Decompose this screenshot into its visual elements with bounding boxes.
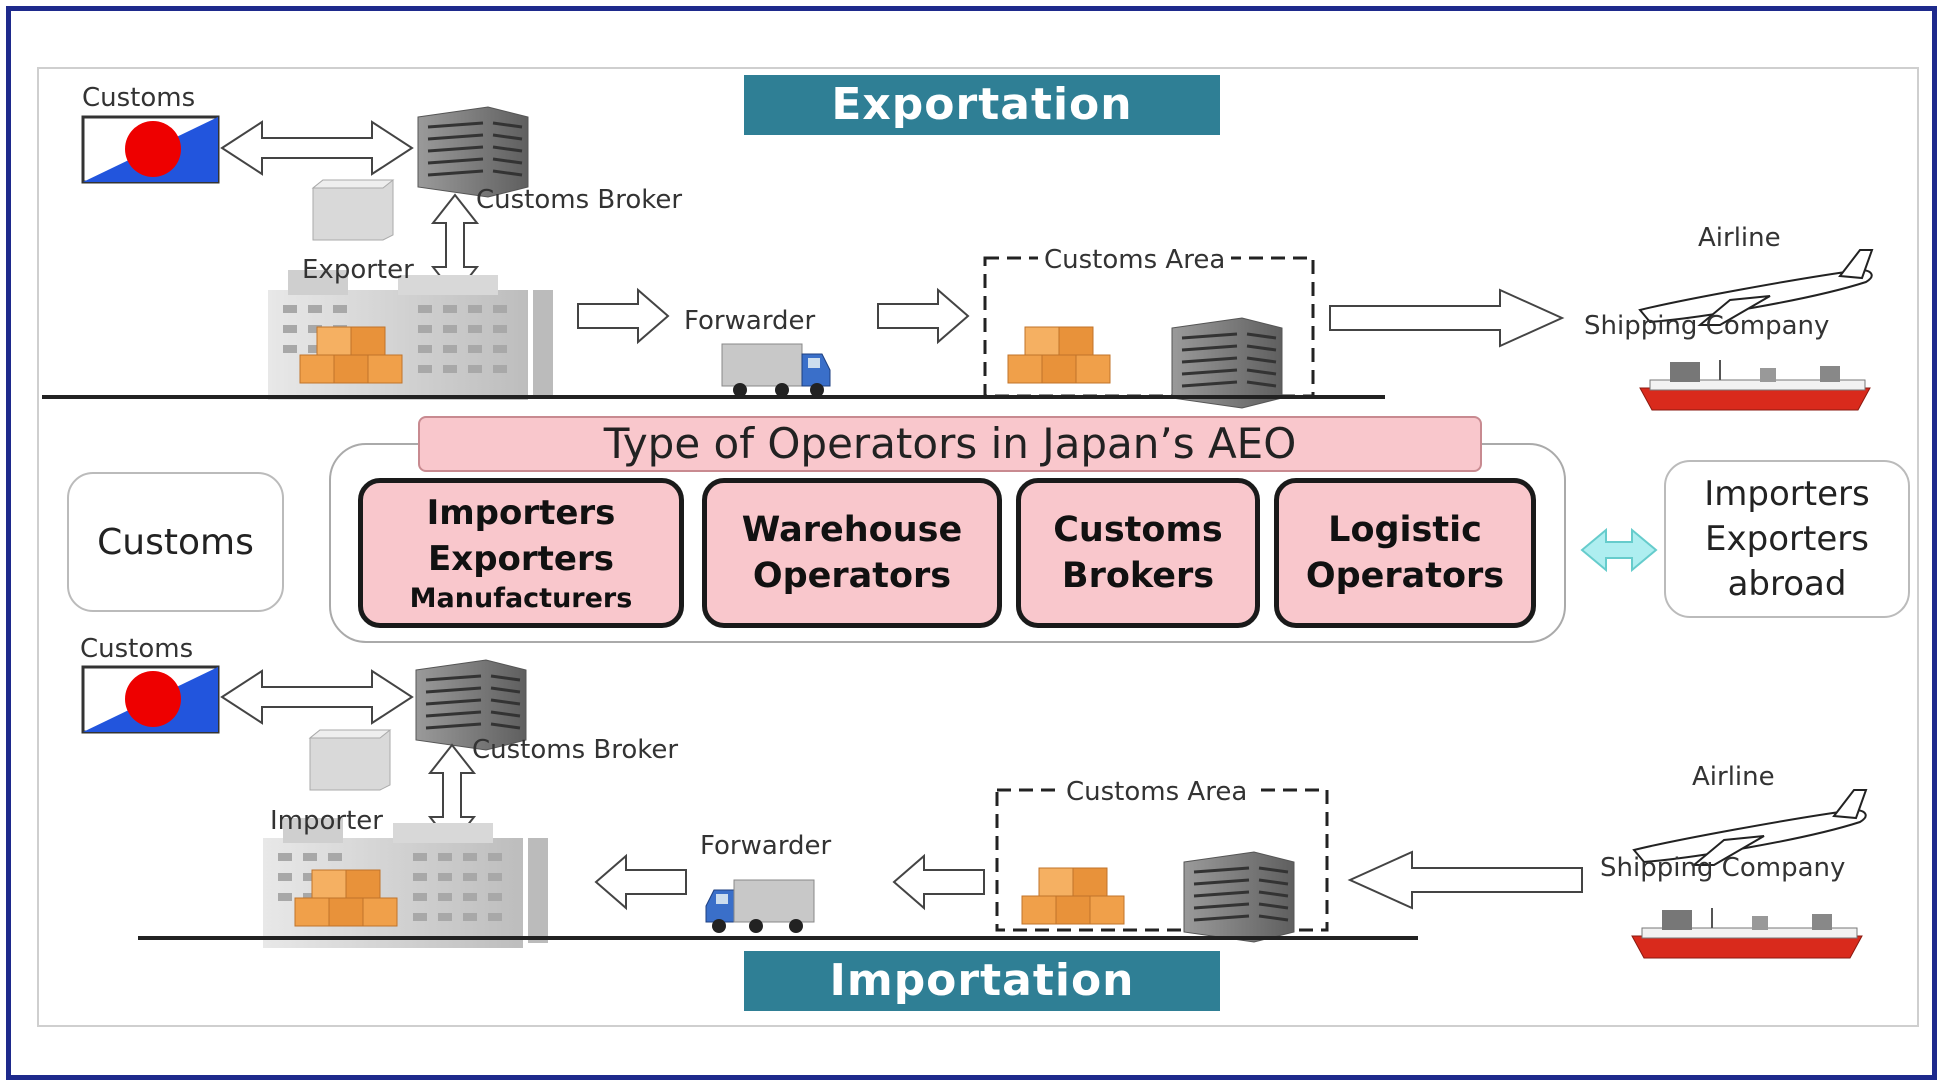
export-customs-area-label: Customs Area (1038, 245, 1232, 275)
aeo-abroad-line: abroad (1727, 563, 1847, 604)
import-document-icon (309, 729, 391, 791)
export-broker-building-icon (416, 105, 530, 199)
export-arrow-to-carriers-icon (1329, 288, 1565, 348)
export-area-crates-icon (1007, 326, 1111, 384)
import-ship-icon (1631, 907, 1863, 959)
aeo-customs-label: Customs (97, 521, 254, 563)
import-truck-icon (705, 879, 815, 934)
export-customs-broker-label: Customs Broker (476, 185, 683, 215)
export-area-warehouse-icon (1170, 316, 1284, 410)
import-area-warehouse-icon (1182, 850, 1296, 944)
export-document-icon (312, 179, 394, 241)
export-banner: Exportation (744, 75, 1220, 135)
import-customs-broker-label: Customs Broker (472, 735, 679, 765)
import-forwarder-label: Forwarder (700, 831, 832, 861)
aeo-operator-customs-brokers: Customs Brokers (1016, 478, 1260, 628)
aeo-abroad-box: Importers Exporters abroad (1664, 460, 1910, 618)
aeo-abroad-line: Importers (1704, 473, 1870, 514)
aeo-operator-line: Warehouse (741, 510, 963, 550)
aeo-operator-importers-exporters: Importers Exporters Manufacturers (358, 478, 684, 628)
aeo-operator-line: Brokers (1061, 556, 1215, 596)
export-arrow-to-forwarder-icon (577, 289, 669, 343)
export-customs-broker-double-arrow-icon (221, 121, 413, 175)
aeo-operator-line: Manufacturers (409, 583, 633, 614)
import-customs-area-label: Customs Area (1060, 777, 1254, 807)
export-customs-label: Customs (82, 83, 196, 113)
import-customs-broker-double-arrow-icon (221, 670, 413, 724)
aeo-operator-line: Operators (1305, 556, 1505, 596)
export-shipping-company-label: Shipping Company (1584, 311, 1830, 341)
aeo-abroad-line: Exporters (1705, 518, 1869, 559)
importer-label: Importer (270, 806, 383, 836)
aeo-operator-logistic: Logistic Operators (1274, 478, 1536, 628)
import-airline-label: Airline (1692, 762, 1775, 792)
import-banner: Importation (744, 951, 1220, 1011)
import-area-crates-icon (1021, 867, 1125, 925)
aeo-operator-line: Customs (1053, 510, 1223, 550)
export-customs-flag-icon (81, 115, 220, 184)
aeo-operator-line: Operators (752, 556, 952, 596)
import-arrow-to-forwarder-icon (893, 855, 985, 909)
aeo-operator-line: Exporters (428, 539, 614, 579)
aeo-operator-line: Logistic (1328, 510, 1482, 550)
export-airline-label: Airline (1698, 223, 1781, 253)
import-customs-label: Customs (80, 634, 194, 664)
import-shipping-company-label: Shipping Company (1600, 853, 1846, 883)
importer-building-icon (263, 818, 548, 948)
export-ship-icon (1639, 359, 1871, 411)
export-arrow-to-customs-area-icon (877, 289, 969, 343)
aeo-customs-box: Customs (67, 472, 284, 612)
import-arrow-from-carriers-icon (1347, 850, 1583, 910)
inner-panel (37, 67, 1919, 1027)
aeo-title: Type of Operators in Japan’s AEO (418, 416, 1482, 472)
aeo-operator-warehouse: Warehouse Operators (702, 478, 1002, 628)
import-arrow-to-importer-icon (595, 855, 687, 909)
exporter-label: Exporter (302, 255, 414, 285)
import-customs-flag-icon (81, 665, 220, 734)
export-forwarder-label: Forwarder (684, 306, 816, 336)
aeo-double-arrow-icon (1580, 527, 1658, 573)
export-truck-icon (721, 343, 831, 398)
aeo-operator-line: Importers (426, 493, 616, 533)
